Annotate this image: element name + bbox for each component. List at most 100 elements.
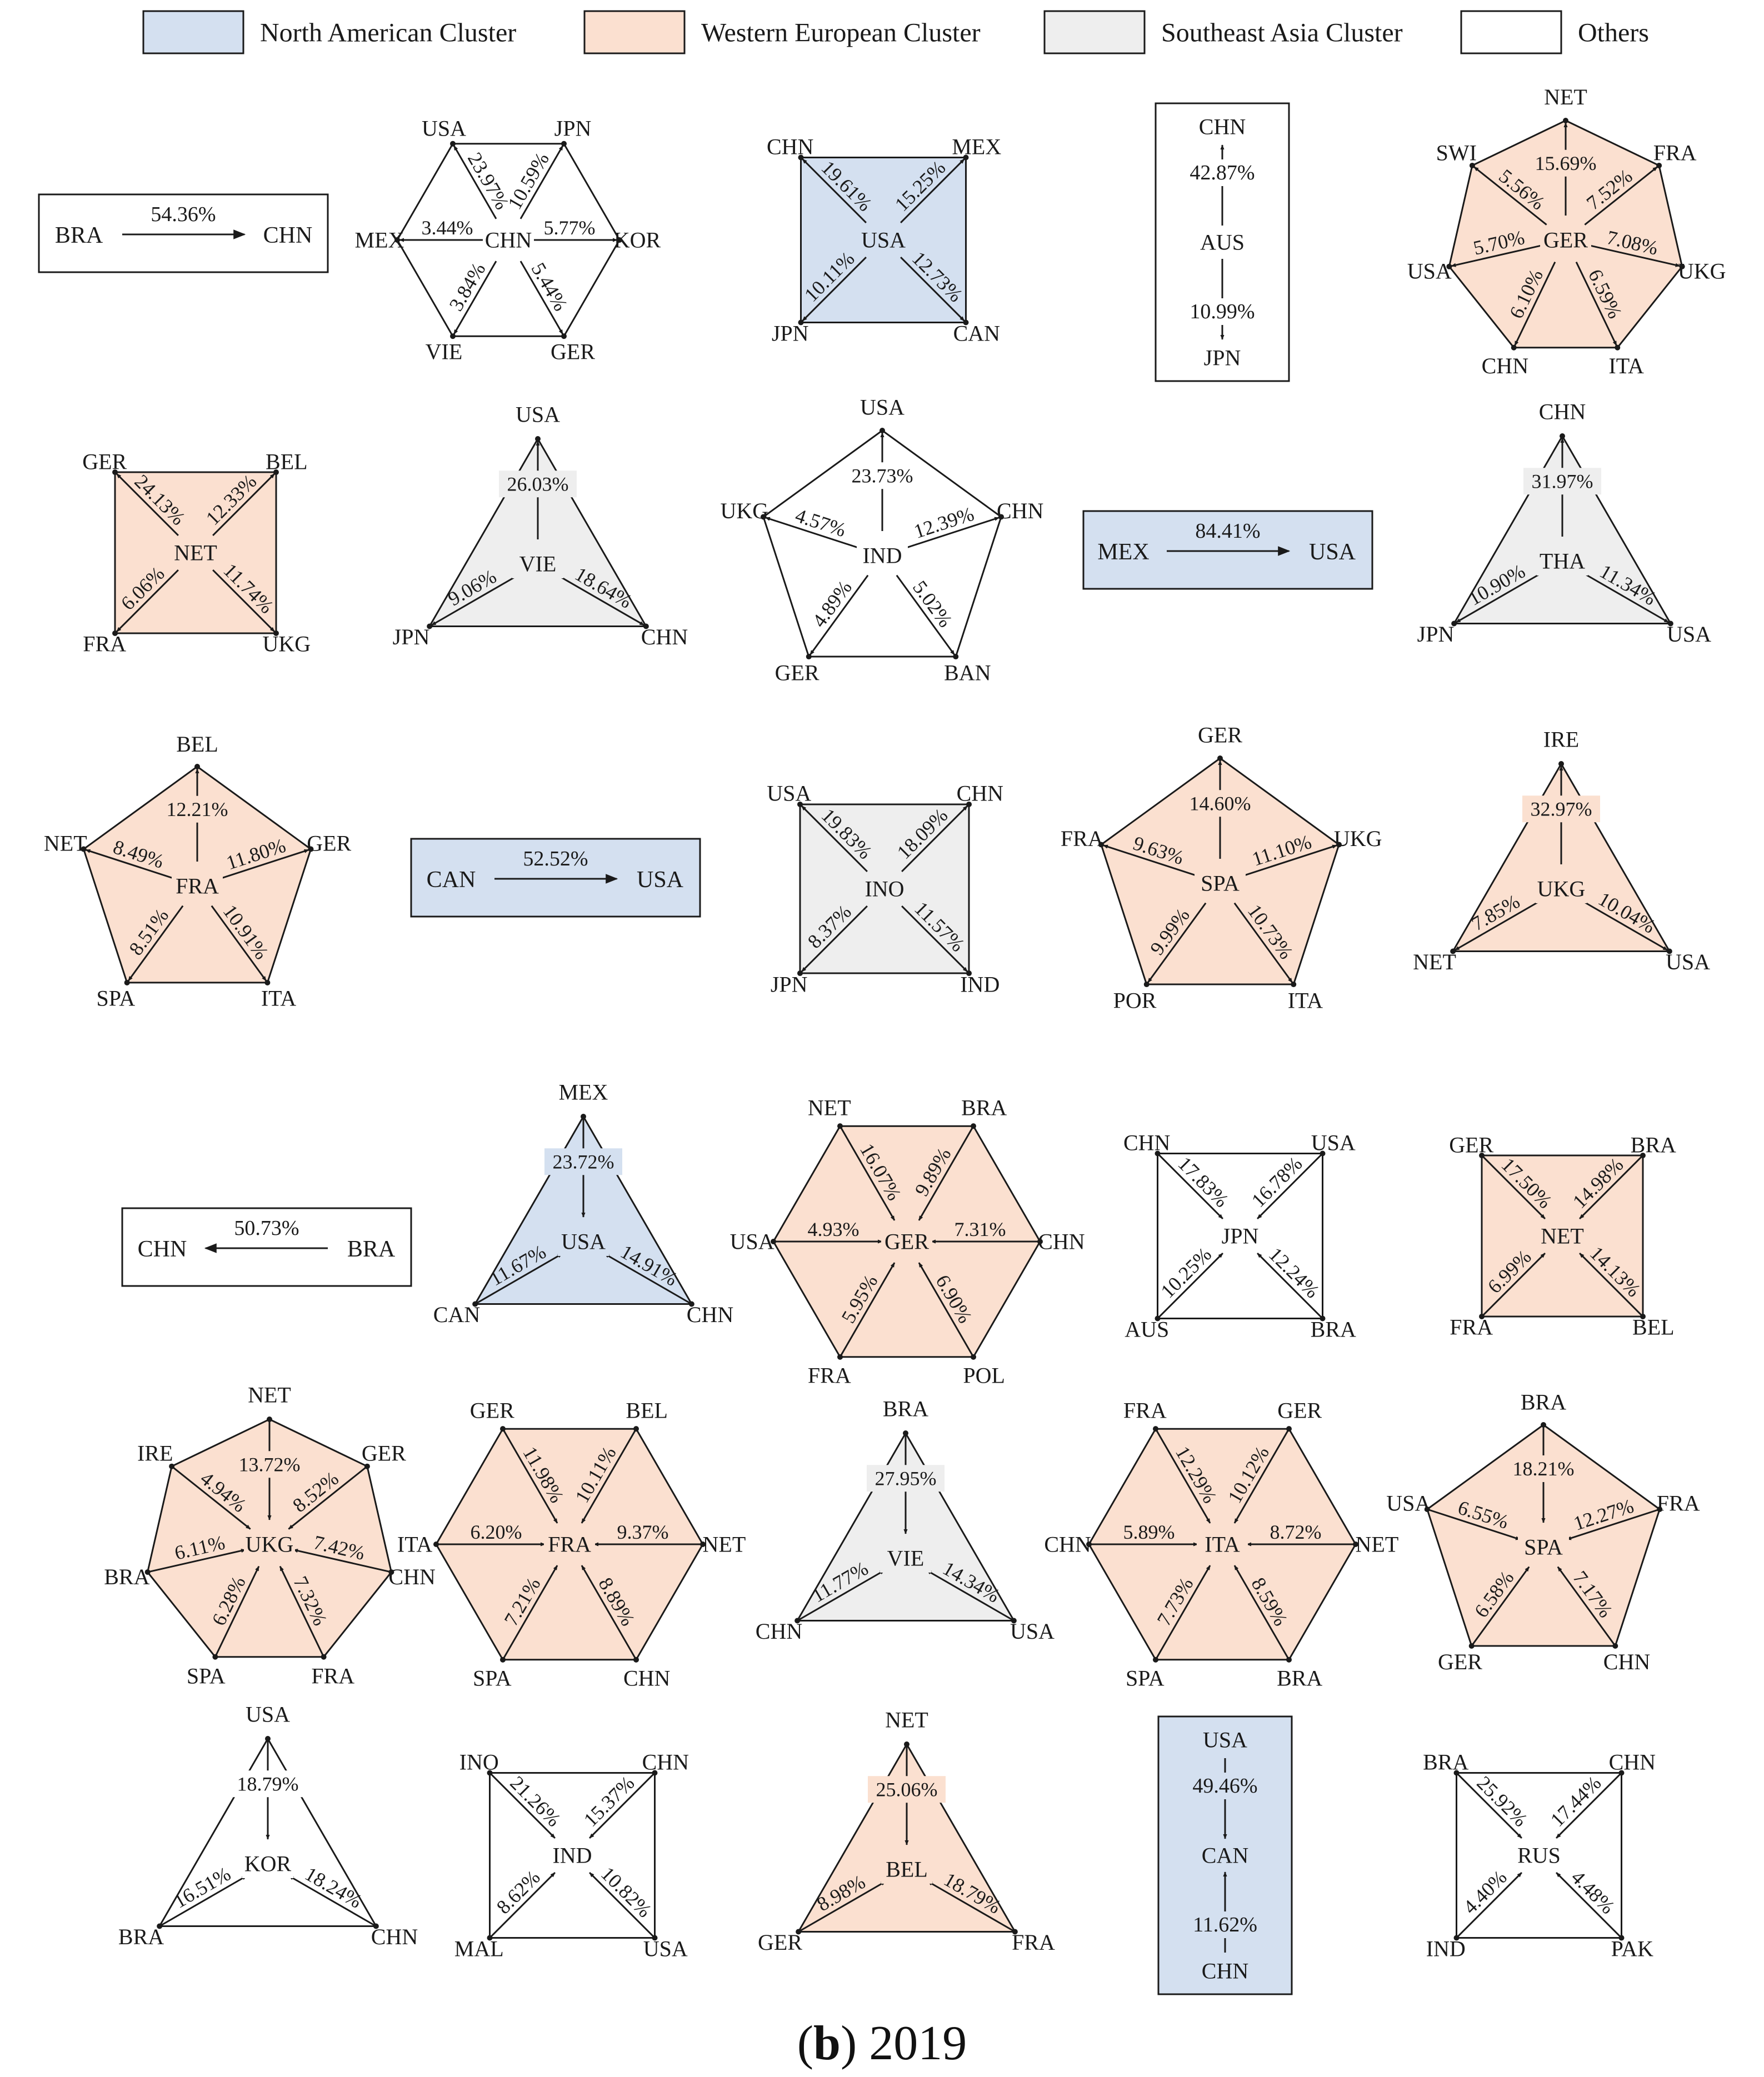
node-label-MEX: MEX xyxy=(1097,539,1149,565)
center-label-UKG: UKG xyxy=(1537,877,1586,902)
vertex-dot xyxy=(1679,263,1685,269)
node-label-GER: GER xyxy=(362,1440,406,1465)
flow-arrow xyxy=(589,1774,654,1839)
pair-value: 84.41% xyxy=(1195,519,1260,543)
node-label-IND: IND xyxy=(960,972,1000,997)
flow-arrow xyxy=(279,1565,324,1655)
flow-arrow xyxy=(116,473,179,536)
flow-arrow xyxy=(901,805,968,872)
node-label-MAL: MAL xyxy=(454,1936,504,1961)
vertex-dot xyxy=(771,1239,776,1244)
flow-value: 9.37% xyxy=(617,1521,669,1543)
vertex-dot xyxy=(998,514,1004,520)
node-label-BEL: BEL xyxy=(176,732,218,757)
node-label-FRA: FRA xyxy=(1657,1491,1700,1516)
flow-arrow xyxy=(1482,1253,1546,1316)
flow-arrow xyxy=(293,1549,389,1573)
node-label-IND: IND xyxy=(1426,1936,1466,1961)
node-label-UKG: UKG xyxy=(1678,258,1726,283)
node-label-UKG: UKG xyxy=(1334,826,1382,851)
flow-value: 23.72% xyxy=(553,1150,614,1173)
node-label-SPA: SPA xyxy=(1126,1666,1165,1691)
node-label-USA: USA xyxy=(1010,1619,1055,1644)
flow-arrow xyxy=(1582,900,1668,951)
vertex-dot xyxy=(1353,1542,1358,1547)
flow-arrow xyxy=(453,145,497,219)
node-label-INO: INO xyxy=(459,1750,499,1775)
caption-letter: b xyxy=(813,2016,841,2070)
flow-arrow xyxy=(604,1253,691,1304)
vertex-dot xyxy=(1640,1153,1646,1159)
flow-arrow xyxy=(798,1569,885,1620)
vertex-dot xyxy=(652,1770,658,1776)
vertex-dot xyxy=(1086,1542,1092,1547)
vertex-dot xyxy=(433,1542,439,1547)
node-label-GER: GER xyxy=(1198,723,1242,748)
flow-arrow xyxy=(1557,1566,1615,1645)
node-label-MEX: MEX xyxy=(559,1079,608,1104)
vertex-dot xyxy=(1153,1426,1158,1432)
node-label-CHN: CHN xyxy=(1123,1130,1170,1155)
flow-arrow xyxy=(926,1569,1013,1620)
vertex-dot xyxy=(688,1301,694,1307)
flow-arrow xyxy=(212,569,276,633)
vertex-dot xyxy=(1541,1422,1546,1428)
node-label-BRA: BRA xyxy=(104,1564,149,1589)
flow-arrow xyxy=(840,1262,896,1356)
center-label-VIE: VIE xyxy=(519,552,557,577)
node-label-BRA: BRA xyxy=(1277,1666,1322,1691)
node-label-GER: GER xyxy=(307,830,351,855)
node-label-NET: NET xyxy=(1413,949,1456,974)
flow-arrow xyxy=(901,905,968,973)
flow-arrow xyxy=(161,1875,247,1926)
node-label-USA: USA xyxy=(246,1701,290,1726)
node-label-CHN: CHN xyxy=(1539,399,1586,424)
node-label-CHN: CHN xyxy=(997,498,1043,523)
center-label-BEL: BEL xyxy=(886,1857,928,1882)
node-label-USA: USA xyxy=(516,402,560,427)
flow-arrow xyxy=(503,1430,558,1524)
node-label-ITA: ITA xyxy=(1288,988,1323,1013)
vertex-dot xyxy=(798,319,804,326)
node-label-USA: USA xyxy=(1309,539,1356,565)
vertex-dot xyxy=(1286,1656,1292,1663)
vertex-dot xyxy=(112,630,118,636)
node-label-MEX: MEX xyxy=(952,134,1001,159)
node-label-FRA: FRA xyxy=(1012,1930,1055,1955)
node-label-JPN: JPN xyxy=(771,972,808,997)
vertex-dot xyxy=(797,970,803,977)
vertex-dot xyxy=(1098,842,1105,848)
vertex-dot xyxy=(966,970,972,977)
node-label-ITA: ITA xyxy=(1608,353,1644,378)
flow-value: 18.79% xyxy=(237,1773,299,1795)
node-label-NET: NET xyxy=(808,1095,851,1120)
center-label-SPA: SPA xyxy=(1524,1535,1563,1560)
node-label-BRA: BRA xyxy=(961,1095,1007,1120)
vertex-dot xyxy=(388,1569,394,1575)
vertex-dot xyxy=(472,1301,478,1307)
vertex-dot xyxy=(1612,1643,1618,1649)
vertex-dot xyxy=(194,764,200,769)
node-label-ITA: ITA xyxy=(397,1532,433,1557)
node-label-NET: NET xyxy=(1544,84,1587,109)
flow-arrow xyxy=(1472,1566,1530,1645)
vertex-dot xyxy=(1563,118,1568,123)
center-label-GER: GER xyxy=(885,1229,929,1254)
flow-arrow xyxy=(476,1253,563,1304)
flow-arrow xyxy=(288,1875,375,1926)
node-label-SWI: SWI xyxy=(1436,141,1477,166)
node-label-USA: USA xyxy=(767,781,811,806)
flow-value: 23.73% xyxy=(852,464,913,487)
flow-arrow xyxy=(1566,1509,1658,1540)
flow-arrow xyxy=(220,849,309,879)
flow-value: 15.69% xyxy=(1535,152,1597,174)
vertex-dot xyxy=(1451,620,1457,627)
vertex-dot xyxy=(1558,761,1564,767)
vertex-dot xyxy=(1153,1656,1158,1663)
node-label-CAN: CAN xyxy=(433,1302,480,1327)
center-label-GER: GER xyxy=(1543,228,1588,253)
flow-arrow xyxy=(1473,166,1547,226)
